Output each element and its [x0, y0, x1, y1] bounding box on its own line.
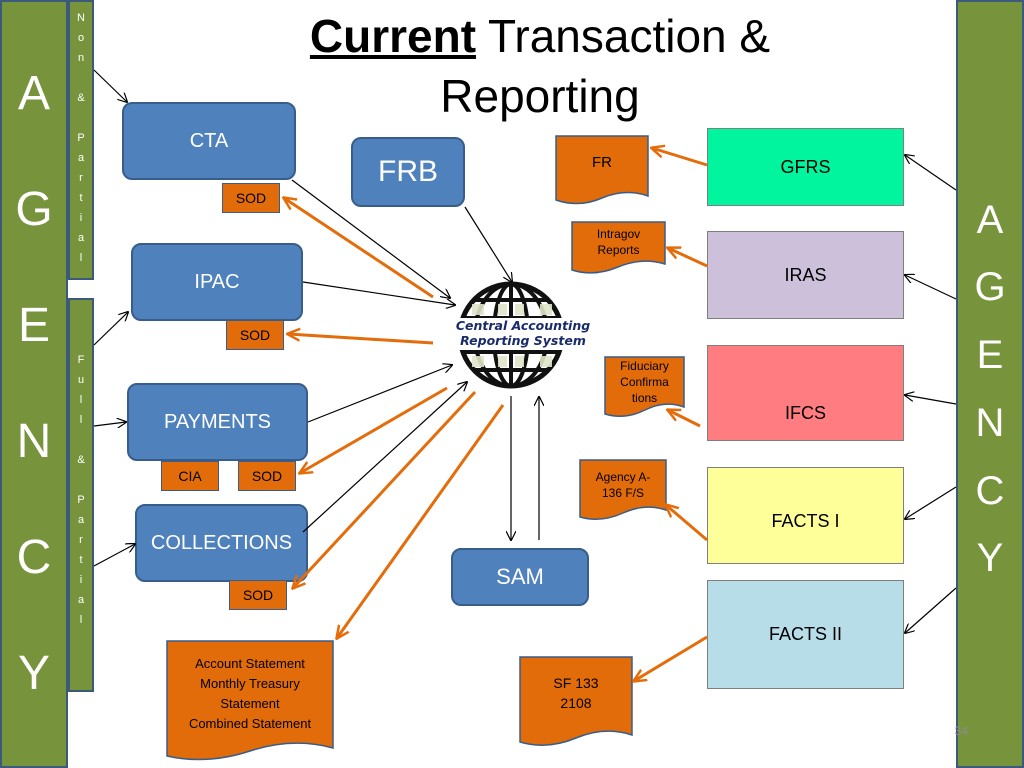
full-partial-letter-13: l [79, 614, 83, 626]
full-partial-letter-11: i [79, 574, 83, 586]
right-agency-letter-5: Y [976, 536, 1004, 581]
non-partial-letter-1: o [77, 32, 85, 44]
left-agency-letter-0: A [17, 67, 50, 120]
agency-a136-doc [579, 459, 667, 520]
left-agency-letter-3: N [16, 415, 52, 468]
full-partial-letter-5: & [77, 454, 85, 466]
non-partial-letter-7: a [77, 152, 85, 164]
orange-arrows [284, 148, 708, 681]
account-statement-line4: Combined Statement [188, 716, 312, 731]
full-partial-letter-2: l [79, 394, 83, 406]
right-agency-letter-1: G [974, 265, 1006, 310]
title-emphasis: Current [309, 10, 477, 62]
right-agency-letter-4: C [975, 468, 1005, 513]
fiduciary-line2: Confirma [620, 375, 669, 389]
ipac-box: IPAC [131, 243, 303, 321]
page-number: 34 [954, 724, 968, 738]
frb-box: FRB [351, 137, 465, 207]
a136-line2: 136 F/S [601, 486, 645, 500]
title-line2: Reporting [440, 70, 640, 122]
sf133-doc [519, 656, 633, 746]
full-partial-letter-7: P [77, 494, 85, 506]
sod-ipac: SOD [226, 320, 284, 350]
full-partial-letter-8: a [77, 514, 85, 526]
title-line1: Transaction & [476, 10, 771, 62]
full-partial-letter-1: u [77, 374, 85, 386]
a136-line1: Agency A- [595, 470, 651, 484]
full-partial-letter-10: t [79, 554, 83, 566]
cars-logo-icon [443, 281, 605, 389]
left-agency-letter-4: C [16, 531, 52, 584]
intragov-line2: Reports [597, 243, 640, 257]
cia-box: CIA [161, 461, 219, 491]
fiduciary-doc [604, 356, 685, 417]
cars-logo-text: Central Accounting Reporting System [440, 318, 606, 350]
right-agency-letter-2: E [976, 333, 1004, 378]
account-statement-line3: Statement [220, 696, 280, 711]
sod-cta: SOD [222, 183, 280, 213]
left-agency-letter-1: G [15, 183, 53, 236]
left-agency-letter-5: Y [17, 647, 50, 700]
sf133-line2: 2108 [560, 695, 592, 711]
sf133-line1: SF 133 [553, 675, 599, 691]
right-agency-letter-0: A [976, 197, 1004, 242]
non-partial-letter-12: l [79, 252, 83, 264]
black-arrows [93, 69, 957, 633]
sf133-doc-label: SF 133 2108 [520, 673, 632, 713]
cta-box: CTA [122, 102, 296, 180]
fiduciary-line3: tions [631, 391, 658, 405]
sod-collections: SOD [229, 580, 287, 610]
non-partial-letter-4: & [77, 92, 85, 104]
non-partial-letter-0: N [77, 12, 85, 24]
left-agency-letter-2: E [17, 299, 50, 352]
account-statement-line1: Account Statement [195, 656, 305, 671]
logo-line2: Reporting System [460, 333, 586, 348]
non-partial-letter-8: r [79, 172, 83, 184]
fr-doc-label: FR [592, 154, 612, 171]
intragov-doc [571, 221, 666, 274]
gfrs-box: GFRS [707, 128, 904, 206]
fr-doc [555, 135, 649, 205]
non-partial-letter-2: n [77, 52, 85, 64]
logo-line1: Central Accounting [455, 318, 591, 333]
agency-a136-doc-label: Agency A- 136 F/S [580, 469, 666, 501]
non-partial-letter-9: t [79, 192, 83, 204]
right-agency-letter-3: N [975, 400, 1005, 445]
sod-payments: SOD [238, 461, 296, 491]
full-partial-letter-0: F [77, 354, 85, 366]
fiduciary-line1: Fiduciary [620, 359, 669, 373]
full-partial-letter-12: a [77, 594, 85, 606]
full-partial-letter-3: l [79, 414, 83, 426]
facts2-box: FACTS II [707, 580, 904, 689]
account-statement-line2: Monthly Treasury [200, 676, 300, 691]
sam-box: SAM [451, 548, 589, 606]
ifcs-box: IFCS [707, 345, 904, 441]
iras-box: IRAS [707, 231, 904, 319]
non-partial-letter-11: a [77, 232, 85, 244]
intragov-doc-label: Intragov Reports [572, 226, 665, 258]
full-partial-letter-9: r [79, 534, 83, 546]
account-statement-label: Account Statement Monthly Treasury State… [167, 654, 333, 734]
left-agency-bar: A G E N C Y [0, 0, 68, 768]
non-partial-letter-10: i [79, 212, 83, 224]
page-title: Current Transaction & Reporting [240, 6, 840, 126]
account-statement-doc [166, 640, 334, 761]
fiduciary-doc-label: Fiduciary Confirma tions [605, 358, 684, 406]
non-partial-letter-6: P [77, 132, 85, 144]
collections-box: COLLECTIONS [135, 504, 308, 582]
intragov-line1: Intragov [596, 227, 641, 241]
facts1-box: FACTS I [707, 467, 904, 564]
payments-box: PAYMENTS [127, 383, 308, 461]
